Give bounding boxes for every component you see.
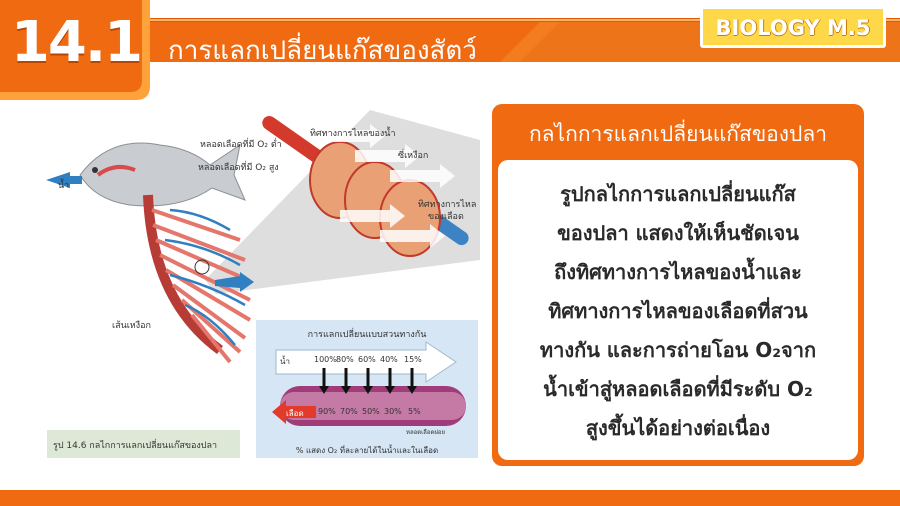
panel-line-1: รูปกลไกการแลกเปลี่ยนแก๊ส (560, 182, 796, 206)
water-value-3: 60% (358, 355, 376, 364)
panel-line-6: น้ำเข้าสู่หลอดเลือดที่มีระดับ O₂ (543, 377, 813, 401)
fish-icon (79, 142, 246, 207)
blood-value-4: 30% (384, 407, 402, 416)
label-blood-flow-1: ทิศทางการไหล (418, 200, 477, 210)
figure-caption: รูป 14.6 กลไกการแลกเปลี่ยนแก๊สของปลา (47, 430, 240, 458)
label-gill-filament: ซี่เหงือก (398, 151, 429, 161)
exchange-blood-label: เลือด (286, 409, 304, 418)
page-title: การแลกเปลี่ยนแก๊สของสัตว์ (168, 36, 477, 66)
countercurrent-footnote: % แสดง O₂ ที่ละลายได้ในน้ำและในเลือด (295, 446, 439, 455)
label-gill-arch: เส้นเหงือก (112, 321, 151, 331)
water-value-2: 80% (336, 355, 354, 364)
label-vessel-high-o2: หลอดเลือดที่มี O₂ สูง (198, 163, 279, 173)
water-value-5: 15% (404, 355, 422, 364)
water-value-1: 100% (314, 355, 337, 364)
label-water: น้ำ (58, 181, 70, 191)
blood-value-5: 5% (408, 407, 421, 416)
panel-line-4: ทิศทางการไหลของเลือดที่สวน (548, 299, 808, 323)
countercurrent-graphic (272, 341, 466, 426)
footer-bar (0, 490, 900, 506)
label-water-flow: ทิศทางการไหลของน้ำ (310, 129, 396, 139)
section-number: 14.1 (10, 10, 143, 75)
exchange-water-label: น้ำ (280, 357, 290, 366)
label-blood-flow-2: ของเลือด (428, 212, 464, 222)
subject-badge: BIOLOGY M.5 (700, 6, 886, 48)
panel-line-7: สูงขึ้นได้อย่างต่อเนื่อง (585, 416, 771, 440)
blood-value-2: 70% (340, 407, 358, 416)
blood-value-1: 90% (318, 407, 336, 416)
explanation-panel: กลไกการแลกเปลี่ยนแก๊สของปลา รูปกลไกการแล… (492, 104, 864, 466)
panel-body: รูปกลไกการแลกเปลี่ยนแก๊ส ของปลา แสดงให้เ… (498, 160, 858, 460)
fish-gill-illustration (46, 110, 480, 364)
panel-title: กลไกการแลกเปลี่ยนแก๊สของปลา (528, 122, 828, 146)
countercurrent-title: การแลกเปลี่ยนแบบสวนทางกัน (307, 330, 427, 340)
vessel-label: หลอดเลือดฝอย (406, 429, 445, 436)
panel-line-2: ของปลา แสดงให้เห็นชัดเจน (557, 221, 799, 245)
gill-detail (262, 115, 469, 257)
label-vessel-low-o2: หลอดเลือดที่มี O₂ ต่ำ (200, 140, 282, 150)
water-value-4: 40% (380, 355, 398, 364)
countercurrent-diagram: การแลกเปลี่ยนแบบสวนทางกัน น้ำ 100% 80% 6… (256, 320, 478, 458)
blood-value-3: 50% (362, 407, 380, 416)
panel-line-5: ทางกัน และการถ่ายโอน O₂จาก (539, 338, 817, 362)
section-number-badge (0, 0, 150, 100)
panel-line-3: ถึงทิศทางการไหลของน้ำและ (554, 260, 802, 284)
